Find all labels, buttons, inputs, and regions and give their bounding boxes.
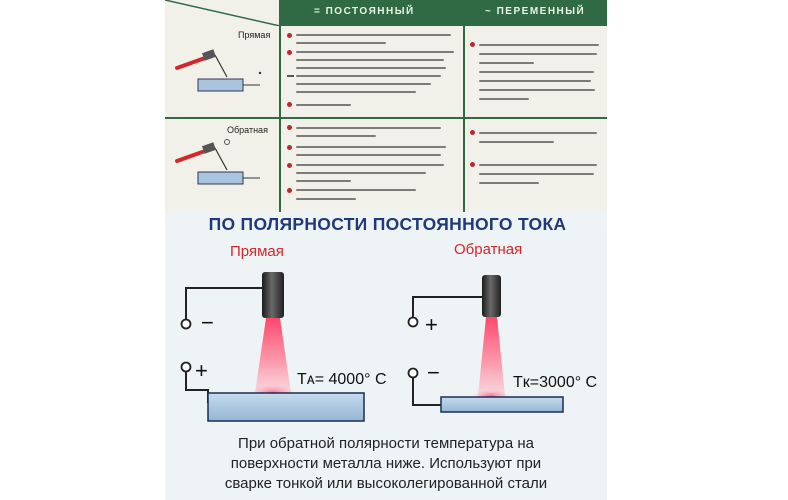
direct-polarity-schematic xyxy=(180,272,365,422)
direct-temperature: Tᴀ= 4000° C xyxy=(297,371,387,388)
reverse-polarity-schematic xyxy=(407,275,564,413)
caption-line-1: При обратной полярности температура на xyxy=(238,435,534,452)
header-diagonal xyxy=(165,0,280,26)
arc-direct xyxy=(255,318,291,393)
row-label-reverse: Обратная xyxy=(227,125,268,135)
electrode-sketch-direct xyxy=(175,49,262,92)
header-dc: = ПОСТОЯННЫЙ xyxy=(314,6,415,17)
header-ac: ~ ПЕРЕМЕННЫЙ xyxy=(485,6,586,17)
electrode-direct xyxy=(262,272,284,318)
workpiece-reverse xyxy=(440,396,564,413)
table-row-divider xyxy=(165,117,607,119)
caption-line-2: поверхности металла ниже. Используют при xyxy=(230,455,542,472)
direct-polarity-title: Прямая xyxy=(230,243,284,260)
reverse-bottom-terminal: − xyxy=(427,360,440,385)
electrode-reverse xyxy=(482,275,501,317)
arc-reverse xyxy=(478,317,505,396)
reverse-temperature: Tк=3000° C xyxy=(513,374,598,391)
row-label-direct: Прямая xyxy=(238,30,271,40)
polarity-diagram-panel xyxy=(165,212,607,500)
electrode-sketch-reverse xyxy=(175,139,260,185)
direct-top-terminal: − xyxy=(201,310,214,335)
reverse-top-terminal: + xyxy=(425,312,438,337)
table-header: = ПОСТОЯННЫЙ ~ ПЕРЕМЕННЫЙ xyxy=(280,0,607,26)
table-divider-2 xyxy=(463,0,465,212)
caption-line-3: сварке тонкой или высоколегированной ста… xyxy=(224,475,548,492)
workpiece-direct xyxy=(207,392,365,422)
direct-bottom-terminal: + xyxy=(195,358,208,383)
diagram-heading: ПО ПОЛЯРНОСТИ ПОСТОЯННОГО ТОКА xyxy=(208,214,567,234)
reverse-polarity-title: Обратная xyxy=(454,241,523,258)
table-divider-1 xyxy=(279,0,281,212)
diagram-caption: При обратной полярности температура на п… xyxy=(165,434,607,494)
